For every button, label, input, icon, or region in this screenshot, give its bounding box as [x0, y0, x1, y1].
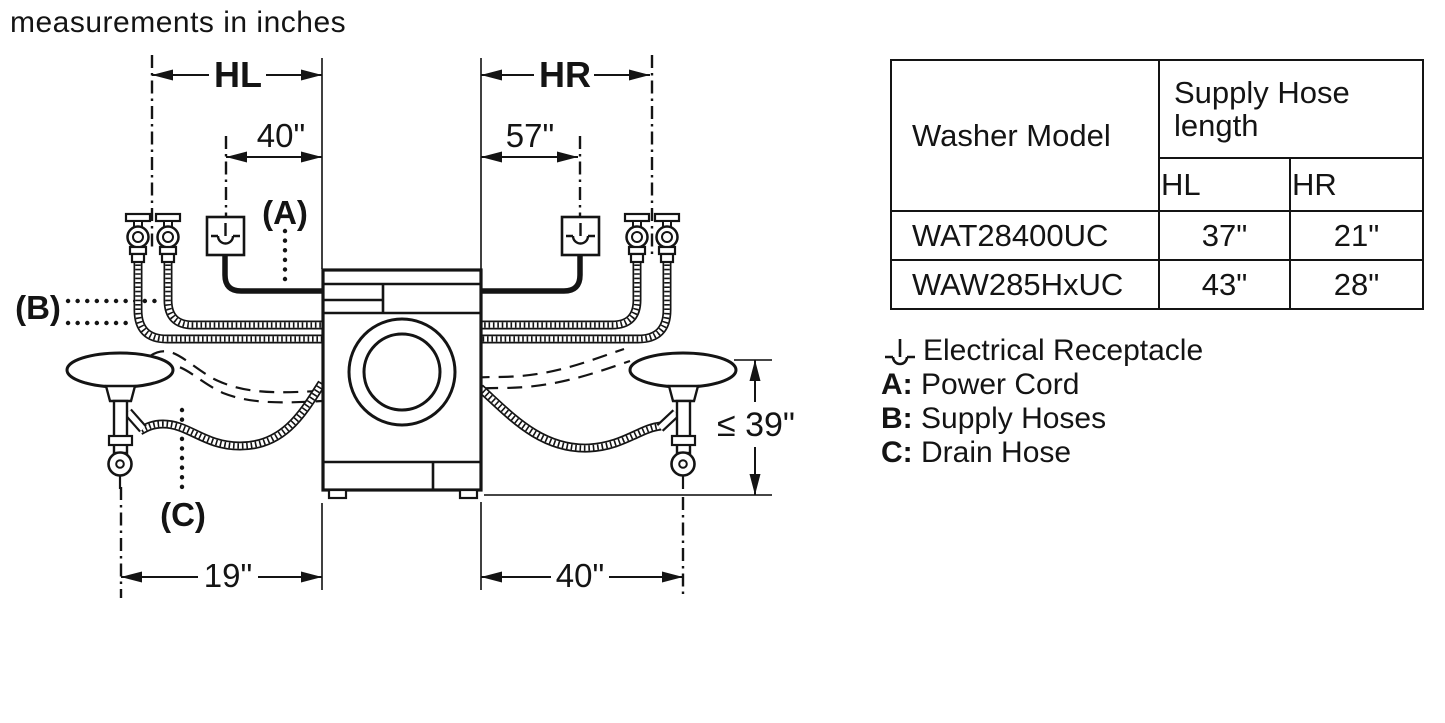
drain-hose-left	[124, 380, 326, 451]
power-cords	[222, 253, 583, 294]
callout-labels: (A) (B) (C)	[15, 194, 308, 533]
table-header-hl: HL	[1158, 157, 1291, 212]
page-title: measurements in inches	[10, 6, 347, 39]
table-header-supply-hose-length: Supply Hose length	[1158, 59, 1424, 159]
dim-40-top-left: 40"	[257, 117, 305, 154]
legend-key-b: B:	[881, 402, 921, 435]
supply-hoses	[133, 260, 672, 344]
legend-key-c: C:	[881, 436, 921, 469]
washer-drawing	[321, 268, 483, 500]
model-name: WAT28400UC	[890, 210, 1160, 261]
extension-lines	[321, 58, 772, 590]
faucets	[124, 212, 681, 264]
dimension-lines	[121, 69, 761, 583]
washer-foot-right	[458, 488, 479, 500]
electrical-receptacle-icon	[881, 335, 919, 367]
drain-hose-right	[476, 384, 680, 453]
dim-hr: HR	[539, 54, 591, 95]
legend-row-c: C: Drain Hose	[881, 436, 1203, 470]
label-b: (B)	[15, 289, 61, 326]
dim-57-top-right: 57"	[506, 117, 554, 154]
legend: Electrical Receptacle A: Power Cord B: S…	[881, 334, 1203, 470]
label-a: (A)	[262, 194, 308, 231]
legend-label-a: Power Cord	[921, 368, 1080, 401]
faucet	[154, 212, 182, 264]
legend-key-a: A:	[881, 368, 921, 401]
label-c: (C)	[160, 496, 206, 533]
washer-door-inner	[362, 332, 442, 412]
centerlines	[119, 55, 685, 598]
legend-row-a: A: Power Cord	[881, 368, 1203, 402]
hr-value: 21"	[1289, 210, 1424, 261]
legend-row-receptacle: Electrical Receptacle	[881, 334, 1203, 368]
dim-40-bottom-right: 40"	[556, 557, 604, 594]
installation-diagram: HL HR 40" 57" 19" 40" ≤ 39" (A) (B) (C)	[15, 54, 795, 598]
table-row: WAT28400UC 37" 21"	[890, 210, 1424, 261]
hl-value: 43"	[1158, 259, 1291, 310]
washer-foot-left	[327, 488, 348, 500]
dim-hl: HL	[214, 54, 262, 95]
legend-label-c: Drain Hose	[921, 436, 1072, 469]
table-header-washer-model: Washer Model	[890, 59, 1160, 212]
supply-hose-table: Washer Model Supply Hose length HL HR WA…	[890, 59, 1424, 310]
legend-receptacle-label: Electrical Receptacle	[923, 334, 1204, 367]
hl-value: 37"	[1158, 210, 1291, 261]
faucet	[653, 212, 681, 264]
legend-row-b: B: Supply Hoses	[881, 402, 1203, 436]
dim-19-bottom-left: 19"	[204, 557, 252, 594]
dimension-labels: HL HR 40" 57" 19" 40" ≤ 39"	[204, 54, 795, 594]
faucet	[124, 212, 152, 264]
right-sink	[628, 351, 738, 489]
receptacle-left	[205, 215, 246, 257]
table-header-hr: HR	[1289, 157, 1424, 212]
hr-value: 28"	[1289, 259, 1424, 310]
receptacle-right	[560, 215, 601, 257]
leader-dotted-lines	[65, 228, 288, 491]
dim-max-height: ≤ 39"	[717, 406, 795, 444]
legend-label-b: Supply Hoses	[921, 402, 1107, 435]
model-name: WAW285HxUC	[890, 259, 1160, 310]
left-sink	[65, 351, 175, 489]
table-row: WAW285HxUC 43" 28"	[890, 259, 1424, 310]
faucet	[623, 212, 651, 264]
